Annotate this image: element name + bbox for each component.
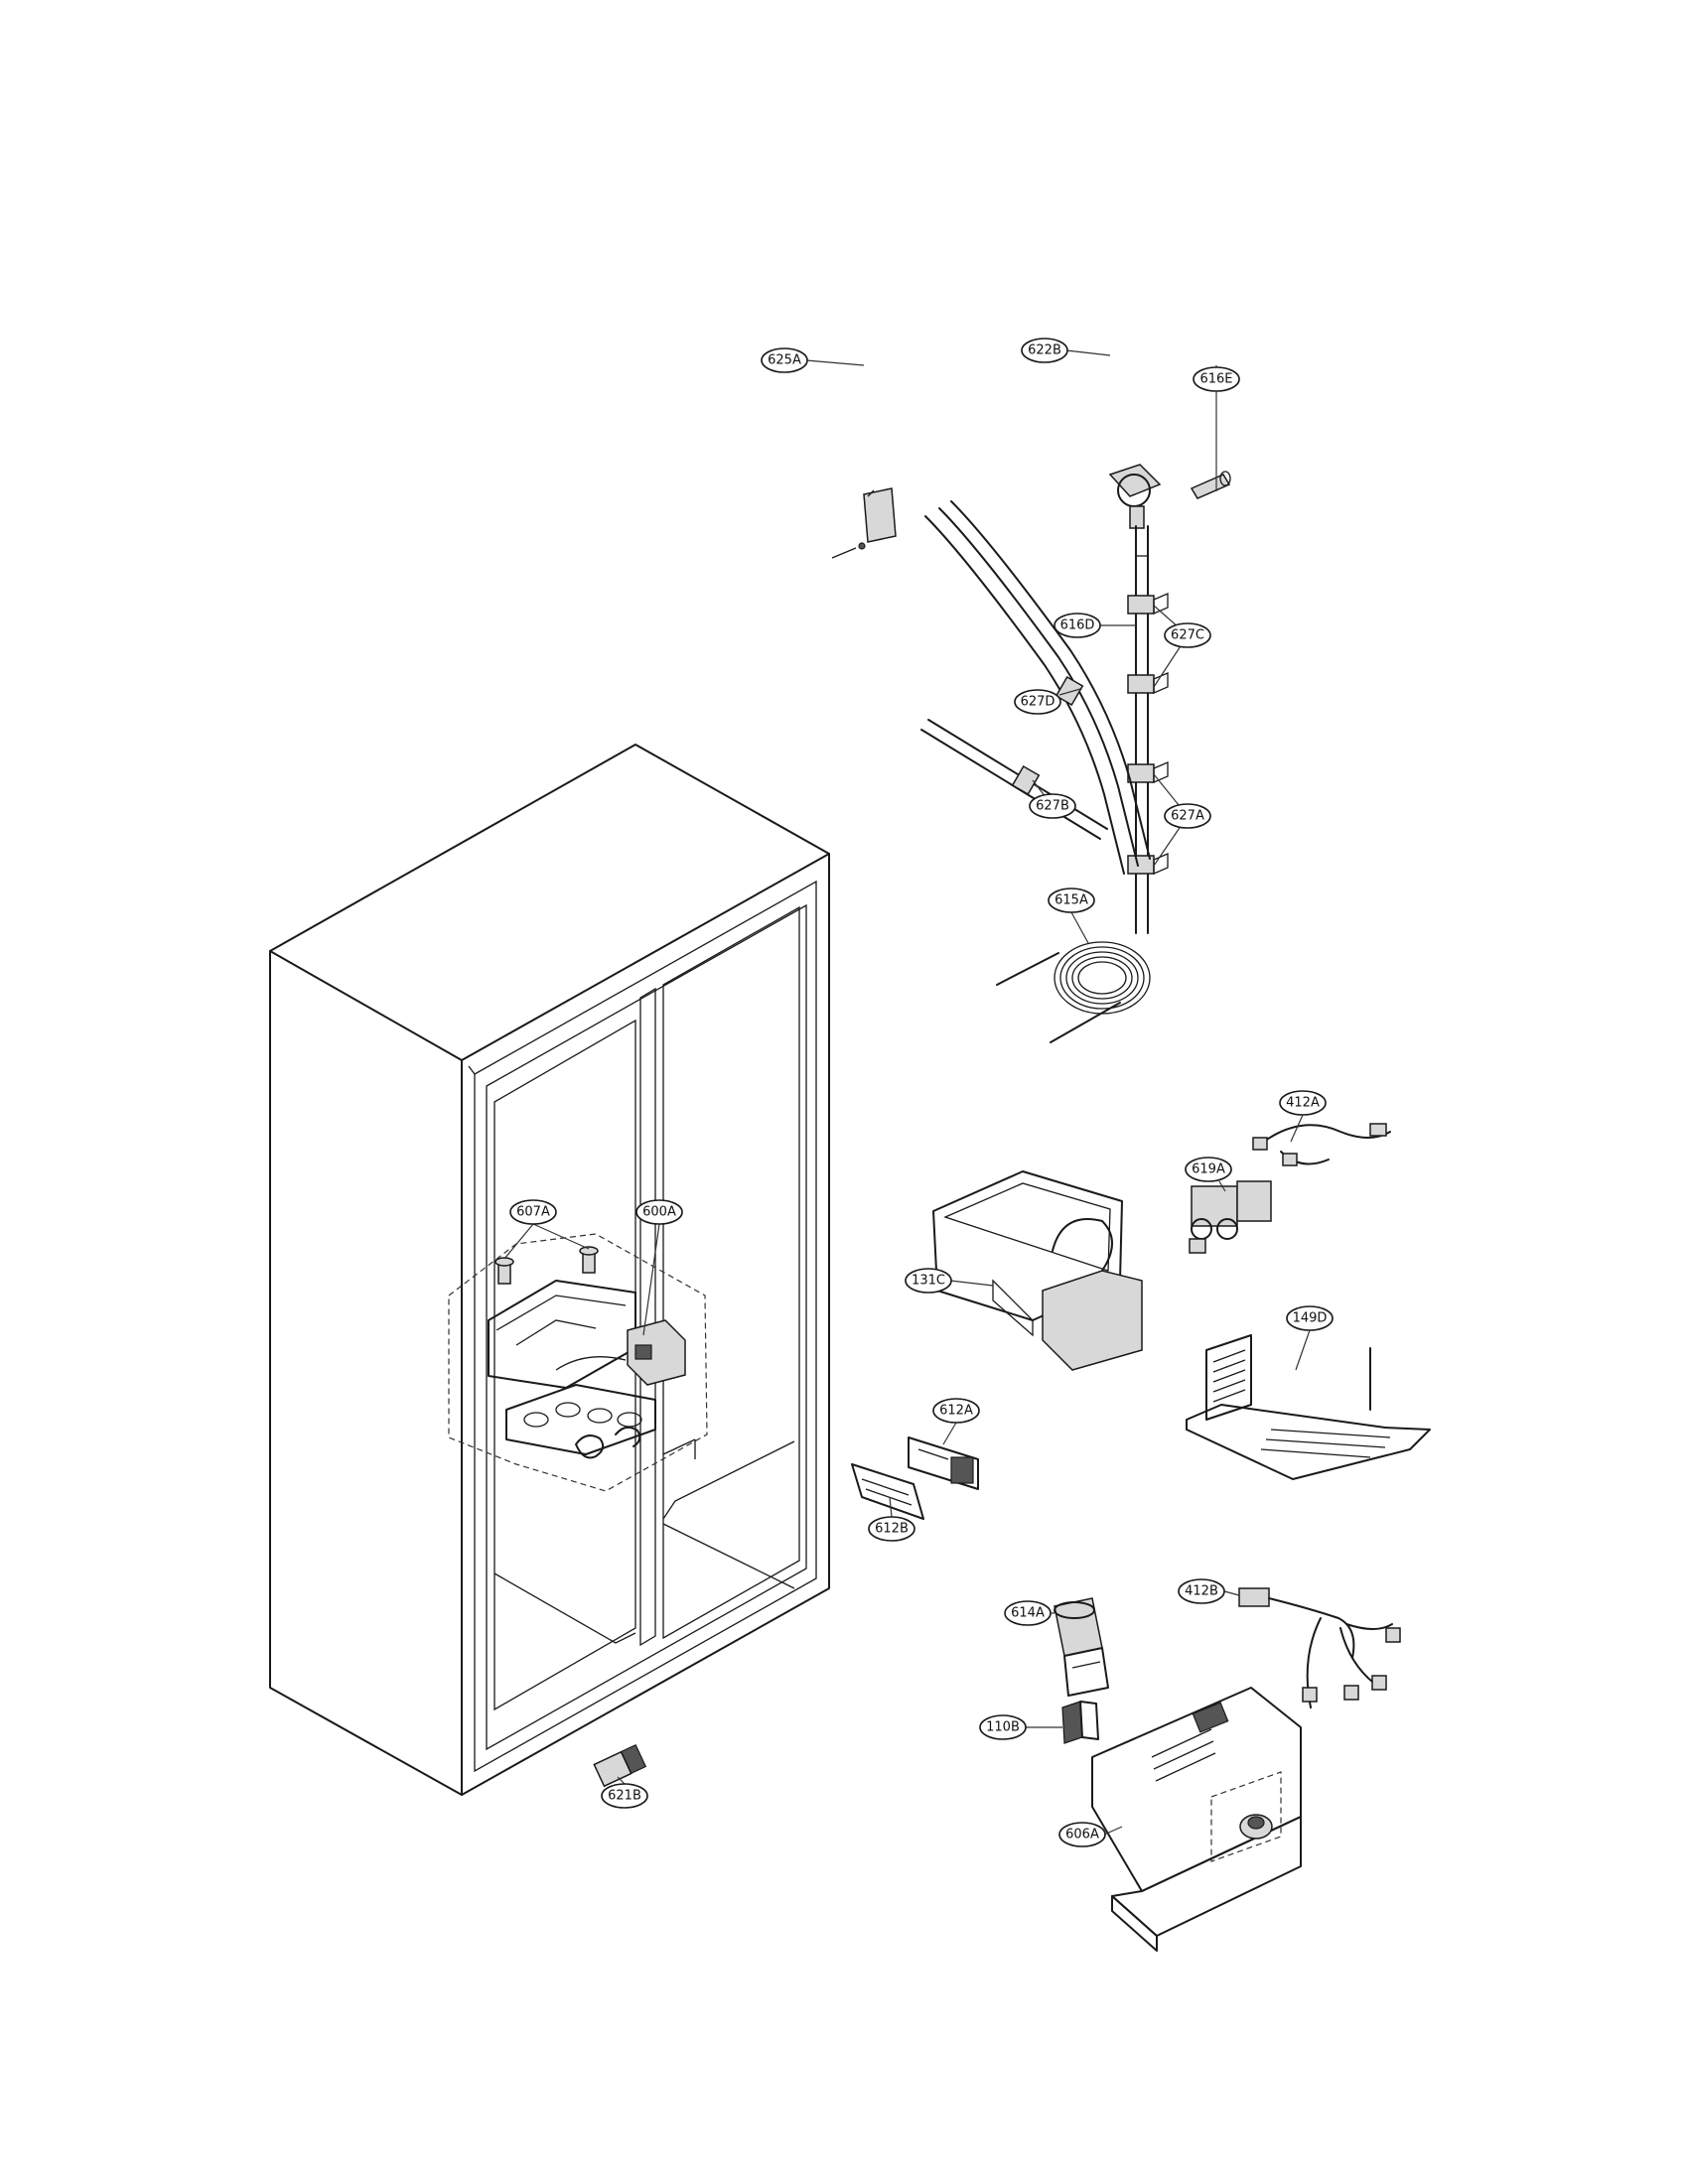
part-412b-wire-harness bbox=[1238, 1587, 1401, 1708]
label-619a: 619A bbox=[1192, 1162, 1225, 1177]
label-615a: 615A bbox=[1055, 893, 1088, 908]
callout-627b: 627B bbox=[1029, 793, 1076, 819]
label-412a: 412A bbox=[1286, 1096, 1320, 1111]
label-607a: 607A bbox=[516, 1205, 550, 1220]
callout-616d: 616D bbox=[1054, 613, 1101, 638]
callout-600a: 600A bbox=[635, 1199, 683, 1225]
tube-clamps bbox=[1127, 593, 1169, 875]
label-614a: 614A bbox=[1011, 1606, 1045, 1621]
part-615a-tubing-coil bbox=[996, 941, 1151, 1043]
callout-619a: 619A bbox=[1185, 1157, 1232, 1182]
callout-616e: 616E bbox=[1193, 366, 1240, 392]
label-612a: 612A bbox=[939, 1404, 973, 1419]
part-612a-slide bbox=[908, 1436, 979, 1490]
callout-412a: 412A bbox=[1279, 1090, 1327, 1116]
label-627c: 627C bbox=[1171, 628, 1204, 643]
label-412b: 412B bbox=[1185, 1584, 1218, 1599]
callout-612a: 612A bbox=[932, 1398, 980, 1424]
callout-110b: 110B bbox=[979, 1714, 1027, 1740]
part-131c-ice-bin bbox=[932, 1170, 1143, 1371]
label-621b: 621B bbox=[608, 1789, 641, 1804]
part-619a-water-valve bbox=[1189, 1180, 1272, 1254]
part-622b-fitting bbox=[1108, 464, 1162, 529]
mounting-screws bbox=[494, 1246, 599, 1285]
callout-615a: 615A bbox=[1048, 887, 1095, 913]
label-625a: 625A bbox=[768, 353, 801, 368]
callout-614a: 614A bbox=[1004, 1600, 1052, 1626]
leader-lines bbox=[503, 349, 1311, 1836]
part-606a-bracket bbox=[1091, 1687, 1302, 1952]
callout-625a: 625A bbox=[761, 347, 808, 373]
callout-131c: 131C bbox=[905, 1268, 952, 1294]
label-616d: 616D bbox=[1060, 618, 1095, 633]
callout-621b: 621B bbox=[601, 1783, 648, 1809]
callout-412b: 412B bbox=[1178, 1578, 1225, 1604]
label-149d: 149D bbox=[1293, 1311, 1328, 1326]
label-627b: 627B bbox=[1036, 799, 1069, 814]
part-625a-bracket bbox=[831, 487, 897, 559]
callout-612b: 612B bbox=[868, 1516, 915, 1542]
callout-627d: 627D bbox=[1014, 689, 1061, 715]
label-110b: 110B bbox=[986, 1720, 1020, 1735]
label-600a: 600A bbox=[642, 1205, 676, 1220]
refrigerator-cabinet bbox=[269, 744, 830, 1796]
label-606a: 606A bbox=[1065, 1828, 1099, 1843]
callout-149d: 149D bbox=[1286, 1305, 1334, 1331]
part-412a-wire-harness bbox=[1252, 1123, 1391, 1166]
callout-606a: 606A bbox=[1058, 1822, 1106, 1847]
callout-627c: 627C bbox=[1164, 622, 1211, 648]
part-149d-drip-tray bbox=[1186, 1334, 1431, 1480]
part-110b-clip bbox=[1061, 1701, 1099, 1744]
water-lines bbox=[920, 500, 1151, 875]
label-612b: 612B bbox=[875, 1522, 909, 1537]
label-131c: 131C bbox=[912, 1274, 945, 1289]
callout-622b: 622B bbox=[1021, 338, 1068, 363]
callout-607a: 607A bbox=[509, 1199, 557, 1225]
part-616e-pin bbox=[1190, 471, 1231, 499]
part-614a-solenoid bbox=[1054, 1597, 1109, 1697]
label-627a: 627A bbox=[1171, 809, 1204, 824]
part-612b-slide bbox=[851, 1463, 924, 1520]
label-616e: 616E bbox=[1199, 372, 1232, 387]
label-622b: 622B bbox=[1028, 343, 1061, 358]
label-627d: 627D bbox=[1021, 695, 1055, 710]
ice-maker-assembly bbox=[448, 1233, 708, 1492]
callout-627a: 627A bbox=[1164, 803, 1211, 829]
part-621b-fitting bbox=[593, 1743, 647, 1788]
